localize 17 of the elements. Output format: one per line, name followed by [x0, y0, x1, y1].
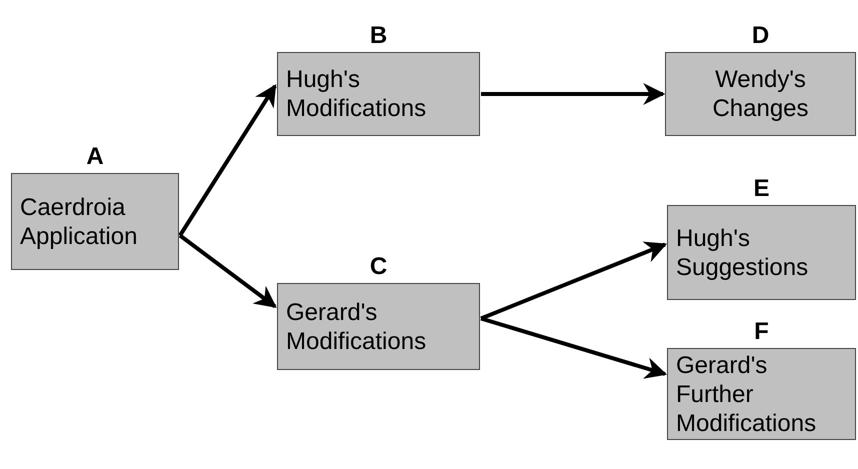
arrow — [480, 242, 668, 320]
arrow — [178, 234, 277, 308]
node-label: Caerdroia Application — [20, 192, 138, 250]
node-label: Hugh's Suggestions — [676, 224, 810, 282]
node-letter: F — [753, 318, 770, 346]
node-letter: B — [368, 22, 388, 50]
node-letter: E — [752, 175, 770, 203]
node-letter: C — [368, 253, 388, 281]
arrow — [178, 84, 277, 237]
node-label: Gerard's Modifications — [286, 298, 428, 356]
node-label: Gerard's Further Modifications — [676, 350, 818, 438]
node-label: Wendy's Changes — [711, 65, 810, 123]
arrow — [481, 83, 666, 105]
node-label: Hugh's Modifications — [286, 65, 428, 123]
node-letter: D — [750, 22, 770, 50]
node-letter: A — [85, 143, 105, 171]
arrow — [480, 316, 668, 379]
